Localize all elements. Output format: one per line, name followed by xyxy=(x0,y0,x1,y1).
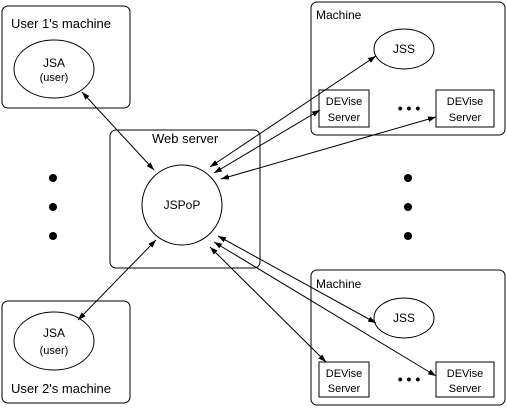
right-vertical-ellipsis xyxy=(404,174,412,240)
user2-machine-label: User 2's machine xyxy=(11,381,111,396)
jspop-node xyxy=(141,164,223,246)
machine-top-jss-node xyxy=(373,28,435,70)
user1-jsa-sublabel: (user) xyxy=(40,72,69,84)
machine-top: Machine JSS DEVise Server • • • DEVise S… xyxy=(310,1,506,136)
machine-bottom-jss-label: JSS xyxy=(393,311,415,325)
arrow-user2-jsa-to-jspop xyxy=(77,239,157,321)
machine-top-jss-label: JSS xyxy=(393,42,415,56)
jspop-label: JSPoP xyxy=(164,198,201,212)
machine-bottom-label: Machine xyxy=(316,277,362,291)
machine-top-devise-server-2 xyxy=(435,89,495,128)
right-ellipsis-dot xyxy=(404,174,412,182)
machine-bottom-ellipsis: • • • xyxy=(398,371,421,387)
left-ellipsis-dot xyxy=(49,232,57,240)
machine-top-devise-server-1-line1: DEVise xyxy=(326,96,362,108)
user2-jsa-label: JSA xyxy=(43,326,65,340)
web-server-label: Web server xyxy=(152,131,219,146)
machine-top-devise-server-2-line1: DEVise xyxy=(447,96,483,108)
machine-bottom-devise-server-1-line1: DEVise xyxy=(326,368,362,380)
machine-top-devise-server-2-line2: Server xyxy=(449,112,482,124)
user2-machine: JSA (user) User 2's machine xyxy=(1,300,131,404)
machine-top-label: Machine xyxy=(316,8,362,22)
machine-bottom-devise-server-2 xyxy=(435,361,495,398)
machine-bottom-devise-server-2-line2: Server xyxy=(449,383,482,395)
user2-jsa-node xyxy=(13,311,95,371)
right-ellipsis-dot xyxy=(404,203,412,211)
arrow-jspop-to-top-devise-2 xyxy=(220,116,437,180)
user1-machine: User 1's machine JSA (user) xyxy=(1,5,131,109)
arrow-user1-jsa-to-jspop xyxy=(81,91,155,171)
machine-top-ellipsis: • • • xyxy=(398,100,421,116)
user1-jsa-label: JSA xyxy=(43,56,65,70)
left-ellipsis-dot xyxy=(49,174,57,182)
user1-machine-label: User 1's machine xyxy=(11,16,111,31)
user2-jsa-sublabel: (user) xyxy=(40,345,69,357)
connectors xyxy=(77,55,437,377)
user1-jsa-node xyxy=(13,39,95,99)
right-ellipsis-dot xyxy=(404,232,412,240)
machine-top-devise-server-1-line2: Server xyxy=(328,112,361,124)
left-ellipsis-dot xyxy=(49,203,57,211)
arrow-jspop-to-bottom-devise-1 xyxy=(209,246,327,363)
machine-bottom-devise-server-2-line1: DEVise xyxy=(447,368,483,380)
machine-bottom-devise-server-1-line2: Server xyxy=(328,383,361,395)
left-vertical-ellipsis xyxy=(49,174,57,240)
machine-bottom: Machine JSS DEVise Server • • • DEVise S… xyxy=(310,269,506,406)
